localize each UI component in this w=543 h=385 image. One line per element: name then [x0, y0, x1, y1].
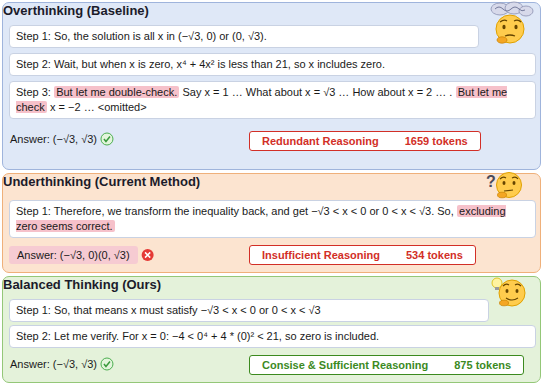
panel-title: Overthinking (Baseline) — [3, 3, 540, 18]
step-text: Step 2: Let me verify. For x = 0: −4 < 0… — [16, 330, 379, 342]
check-icon — [101, 133, 113, 145]
underthinking-emoji — [497, 173, 522, 198]
token-count-box: Consise & Sufficient Reasoning 875 tokens — [249, 355, 524, 375]
answer-text: Answer: (−√3, √3) — [10, 133, 97, 145]
step-box: Step 1: So, the solution is all x in (−√… — [9, 25, 479, 48]
panel-title: Underthinking (Current Method) — [3, 174, 540, 189]
reasoning-verdict: Insufficient Reasoning — [262, 249, 380, 261]
step-text: Step 2: Wait, but when x is zero, x⁴ + 4… — [16, 58, 385, 70]
token-count: 875 tokens — [454, 359, 511, 371]
underthinking-panel: Underthinking (Current Method) Step 1: Th… — [2, 173, 541, 273]
token-count: 534 tokens — [406, 249, 463, 261]
check-icon — [101, 358, 113, 370]
token-count-box: Insufficient Reasoning 534 tokens — [249, 245, 476, 265]
highlighted-text: But let me double-check. — [54, 86, 179, 98]
step-box: Step 3:But let me double-check. Say x = 1… — [9, 81, 536, 119]
step-box: Step 1: Therefore, we transform the ineq… — [9, 200, 536, 238]
reasoning-verdict: Redundant Reasoning — [262, 135, 379, 147]
step-box: Step 2: Let me verify. For x = 0: −4 < 0… — [9, 325, 536, 348]
step-text: x = −2 … <omitted> — [50, 101, 147, 113]
answer-text: Answer: (−√3, 0)(0, √3) — [17, 249, 130, 261]
step-text: Step 1: Therefore, we transform the ineq… — [16, 205, 454, 217]
overthinking-emoji — [491, 2, 533, 43]
reasoning-verdict: Consise & Sufficient Reasoning — [262, 359, 428, 371]
answer-text: Answer: (−√3, √3) — [10, 358, 97, 370]
step-box: Step 1: So, that means x must satisfy −√… — [9, 299, 489, 322]
token-count: 1659 tokens — [405, 135, 468, 147]
answer-box: Answer: (−√3, 0)(0, √3) — [9, 246, 138, 264]
panel-title: Balanced Thinking (Ours) — [3, 277, 540, 292]
step-text: Say x = 1 … What about x = √3 … How abou… — [183, 86, 453, 98]
cross-icon — [142, 249, 154, 261]
token-count-box: Redundant Reasoning 1659 tokens — [249, 131, 481, 151]
step-text: Step 3: — [16, 86, 51, 98]
step-text: Step 1: So, the solution is all x in (−√… — [16, 30, 267, 42]
question-mark: ? — [486, 173, 496, 191]
step-box: Step 2: Wait, but when x is zero, x⁴ + 4… — [9, 53, 536, 76]
step-text: Step 1: So, that means x must satisfy −√… — [16, 304, 321, 316]
balanced-emoji — [492, 278, 525, 306]
